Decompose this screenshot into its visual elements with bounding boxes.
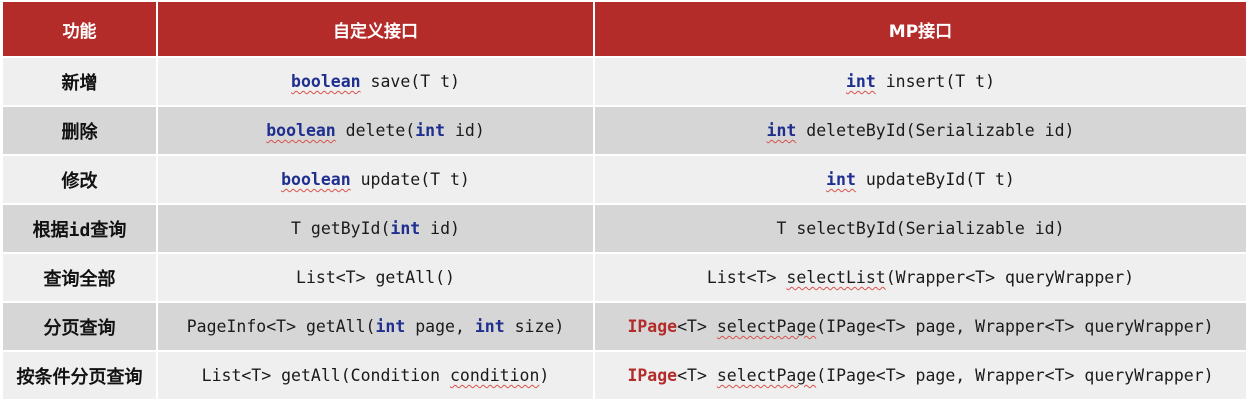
feature-cell: 修改 <box>1 154 158 205</box>
code-token: deleteById(Serializable id) <box>796 121 1075 140</box>
feature-cell: 分页查询 <box>1 301 158 352</box>
code-token: size) <box>504 317 565 336</box>
mp-interface-cell: int updateById(T t) <box>593 154 1247 205</box>
code-token: selectPage <box>716 366 817 385</box>
mp-interface-cell: IPage<T> selectPage(IPage<T> page, Wrapp… <box>593 301 1247 352</box>
header-custom-interface: 自定义接口 <box>156 0 595 58</box>
mp-interface-cell: IPage<T> selectPage(IPage<T> page, Wrapp… <box>593 350 1247 401</box>
table-header: 功能 自定义接口 MP接口 <box>1 0 1247 58</box>
code-token: id <box>68 219 91 241</box>
code-token: condition <box>450 366 540 385</box>
code-token: IPage <box>627 366 678 385</box>
code-token: int <box>415 121 446 140</box>
code-token: T selectById(Serializable id) <box>776 219 1065 238</box>
custom-interface-cell: List<T> getAll(Condition condition) <box>156 350 595 401</box>
code-token: int <box>390 219 421 238</box>
code-token: updateById(T t) <box>855 170 1015 189</box>
code-token: int <box>845 72 876 91</box>
code-token: save(T t) <box>360 72 460 91</box>
header-row: 功能 自定义接口 MP接口 <box>1 0 1247 58</box>
code-token: List<T> getAll(Condition <box>201 366 450 385</box>
code-token: List<T> <box>706 268 787 287</box>
code-token: delete( <box>335 121 416 140</box>
code-token: id) <box>420 219 460 238</box>
custom-interface-cell: boolean save(T t) <box>156 56 595 107</box>
code-token: (IPage<T> page, Wrapper<T> queryWrapper) <box>816 366 1214 385</box>
mp-interface-cell: int deleteById(Serializable id) <box>593 105 1247 156</box>
mp-interface-cell: List<T> selectList(Wrapper<T> queryWrapp… <box>593 252 1247 303</box>
code-token: insert(T t) <box>875 72 996 91</box>
header-mp-interface: MP接口 <box>593 0 1247 58</box>
code-token: 根据 <box>32 219 69 241</box>
code-token: boolean <box>291 72 361 91</box>
feature-cell: 按条件分页查询 <box>1 350 158 401</box>
code-token: (IPage<T> page, Wrapper<T> queryWrapper) <box>816 317 1214 336</box>
custom-interface-cell: boolean update(T t) <box>156 154 595 205</box>
custom-interface-cell: boolean delete(int id) <box>156 105 595 156</box>
code-token: IPage <box>627 317 678 336</box>
feature-cell: 新增 <box>1 56 158 107</box>
mp-interface-cell: int insert(T t) <box>593 56 1247 107</box>
code-token: PageInfo<T> getAll( <box>186 317 376 336</box>
code-token: page, <box>405 317 475 336</box>
custom-interface-cell: T getById(int id) <box>156 203 595 254</box>
feature-cell: 根据id查询 <box>1 203 158 254</box>
code-token: int <box>474 317 505 336</box>
feature-cell: 删除 <box>1 105 158 156</box>
code-token: boolean <box>266 121 336 140</box>
code-token: boolean <box>281 170 351 189</box>
code-token: <T> <box>677 366 717 385</box>
code-token: selectPage <box>716 317 817 336</box>
feature-cell: 查询全部 <box>1 252 158 303</box>
code-token: (Wrapper<T> queryWrapper) <box>885 268 1135 287</box>
custom-interface-cell: PageInfo<T> getAll(int page, int size) <box>156 301 595 352</box>
header-feature: 功能 <box>1 0 158 58</box>
code-token: <T> <box>677 317 717 336</box>
code-token: int <box>826 170 856 189</box>
code-token: selectList <box>786 268 886 287</box>
code-token: List<T> getAll() <box>296 268 455 287</box>
custom-interface-cell: List<T> getAll() <box>156 252 595 303</box>
mp-interface-cell: T selectById(Serializable id) <box>593 203 1247 254</box>
code-token: update(T t) <box>350 170 470 189</box>
code-token: 查询 <box>90 219 127 241</box>
code-token: ) <box>539 366 550 385</box>
code-token: T getById( <box>291 219 391 238</box>
code-token: id) <box>445 121 485 140</box>
code-token: int <box>766 121 797 140</box>
code-token: int <box>375 317 406 336</box>
table-row: 查询全部 List<T> getAll() List<T> selectList(W… <box>1 252 1247 303</box>
